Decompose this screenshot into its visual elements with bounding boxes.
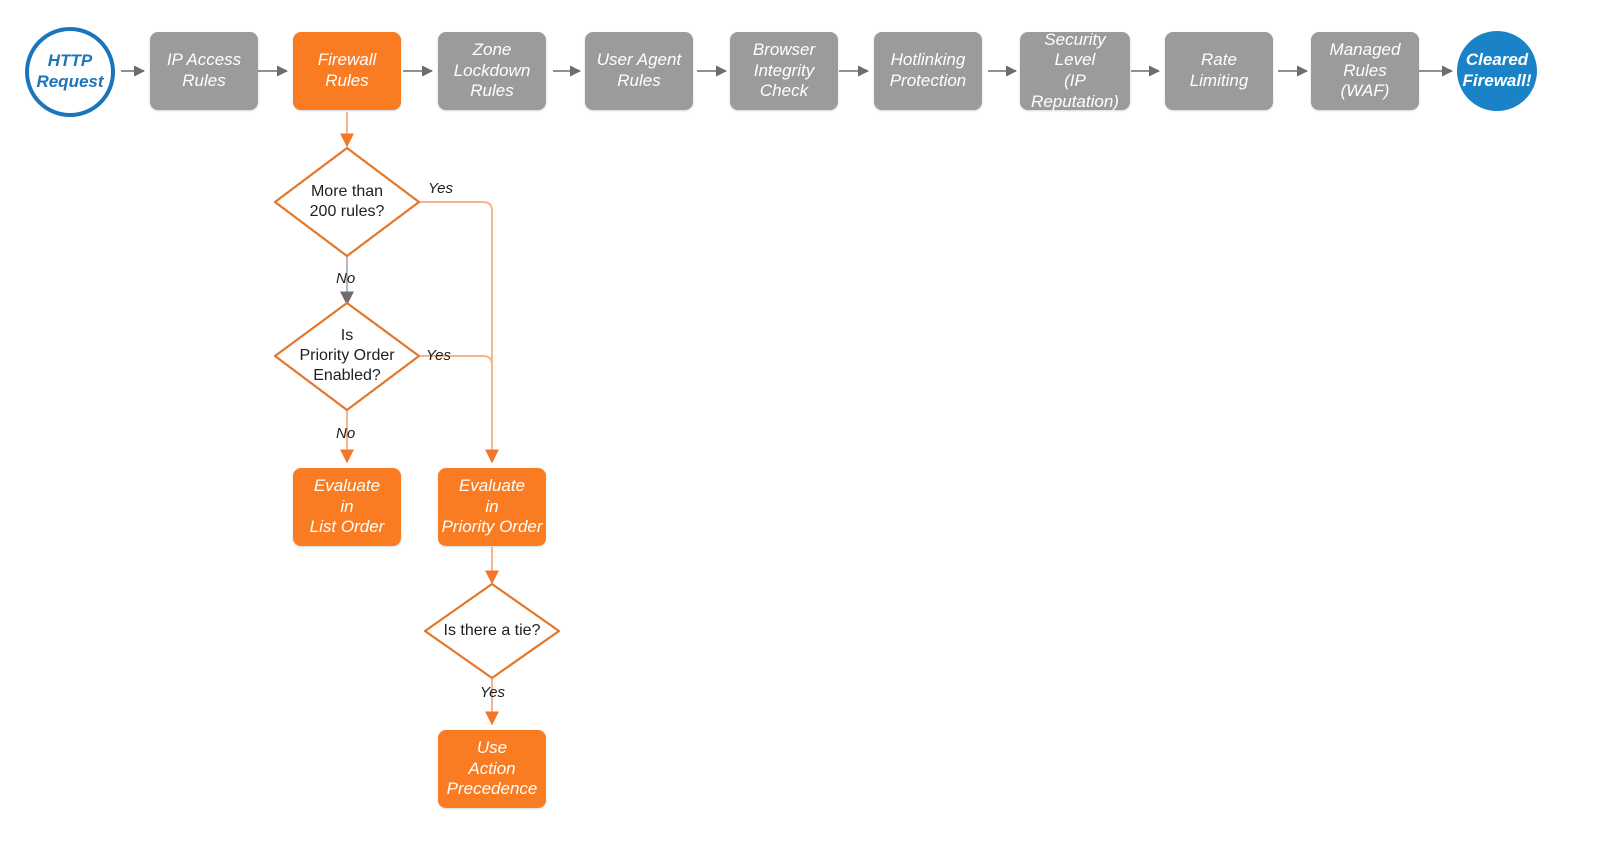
start-node-http-request[interactable]: HTTP Request xyxy=(25,27,115,117)
edge-label-priority-order-yes: Yes xyxy=(426,347,452,364)
diamond-is-there-a-tie xyxy=(423,582,561,680)
edge-label-tie-yes: Yes xyxy=(480,684,506,701)
end-node-cleared-firewall[interactable]: Cleared Firewall! xyxy=(1457,31,1537,111)
step-ip-access-rules[interactable]: IP Access Rules xyxy=(150,32,258,110)
edge-label-more-than-200-no: No xyxy=(336,270,356,287)
step-firewall-rules[interactable]: Firewall Rules xyxy=(293,32,401,110)
step-zone-lockdown-rules[interactable]: Zone Lockdown Rules xyxy=(438,32,546,110)
diamond-more-than-200-rules xyxy=(273,146,421,258)
decision-label-is-there-a-tie: Is there a tie? xyxy=(443,622,541,639)
step-hotlinking-protection[interactable]: Hotlinking Protection xyxy=(874,32,982,110)
decision-label-more-than-200-rules: More than 200 rules? xyxy=(309,183,385,220)
outcome-evaluate-in-list-order[interactable]: Evaluate in List Order xyxy=(293,468,401,546)
decision-label-is-priority-order-enabled: Is Priority Order Enabled? xyxy=(299,327,395,384)
edge-label-priority-order-no: No xyxy=(336,425,356,442)
diamond-is-priority-order-enabled xyxy=(273,301,421,412)
step-rate-limiting[interactable]: Rate Limiting xyxy=(1165,32,1273,110)
outcome-use-action-precedence[interactable]: Use Action Precedence xyxy=(438,730,546,808)
step-user-agent-rules[interactable]: User Agent Rules xyxy=(585,32,693,110)
edge-more-than-200-yes xyxy=(419,201,499,464)
step-browser-integrity-check[interactable]: Browser Integrity Check xyxy=(730,32,838,110)
step-managed-rules-waf[interactable]: Managed Rules (WAF) xyxy=(1311,32,1419,110)
outcome-evaluate-in-priority-order[interactable]: Evaluate in Priority Order xyxy=(438,468,546,546)
step-security-level-ip-reputation[interactable]: Security Level (IP Reputation) xyxy=(1020,30,1130,111)
edge-label-more-than-200-yes: Yes xyxy=(428,180,454,197)
